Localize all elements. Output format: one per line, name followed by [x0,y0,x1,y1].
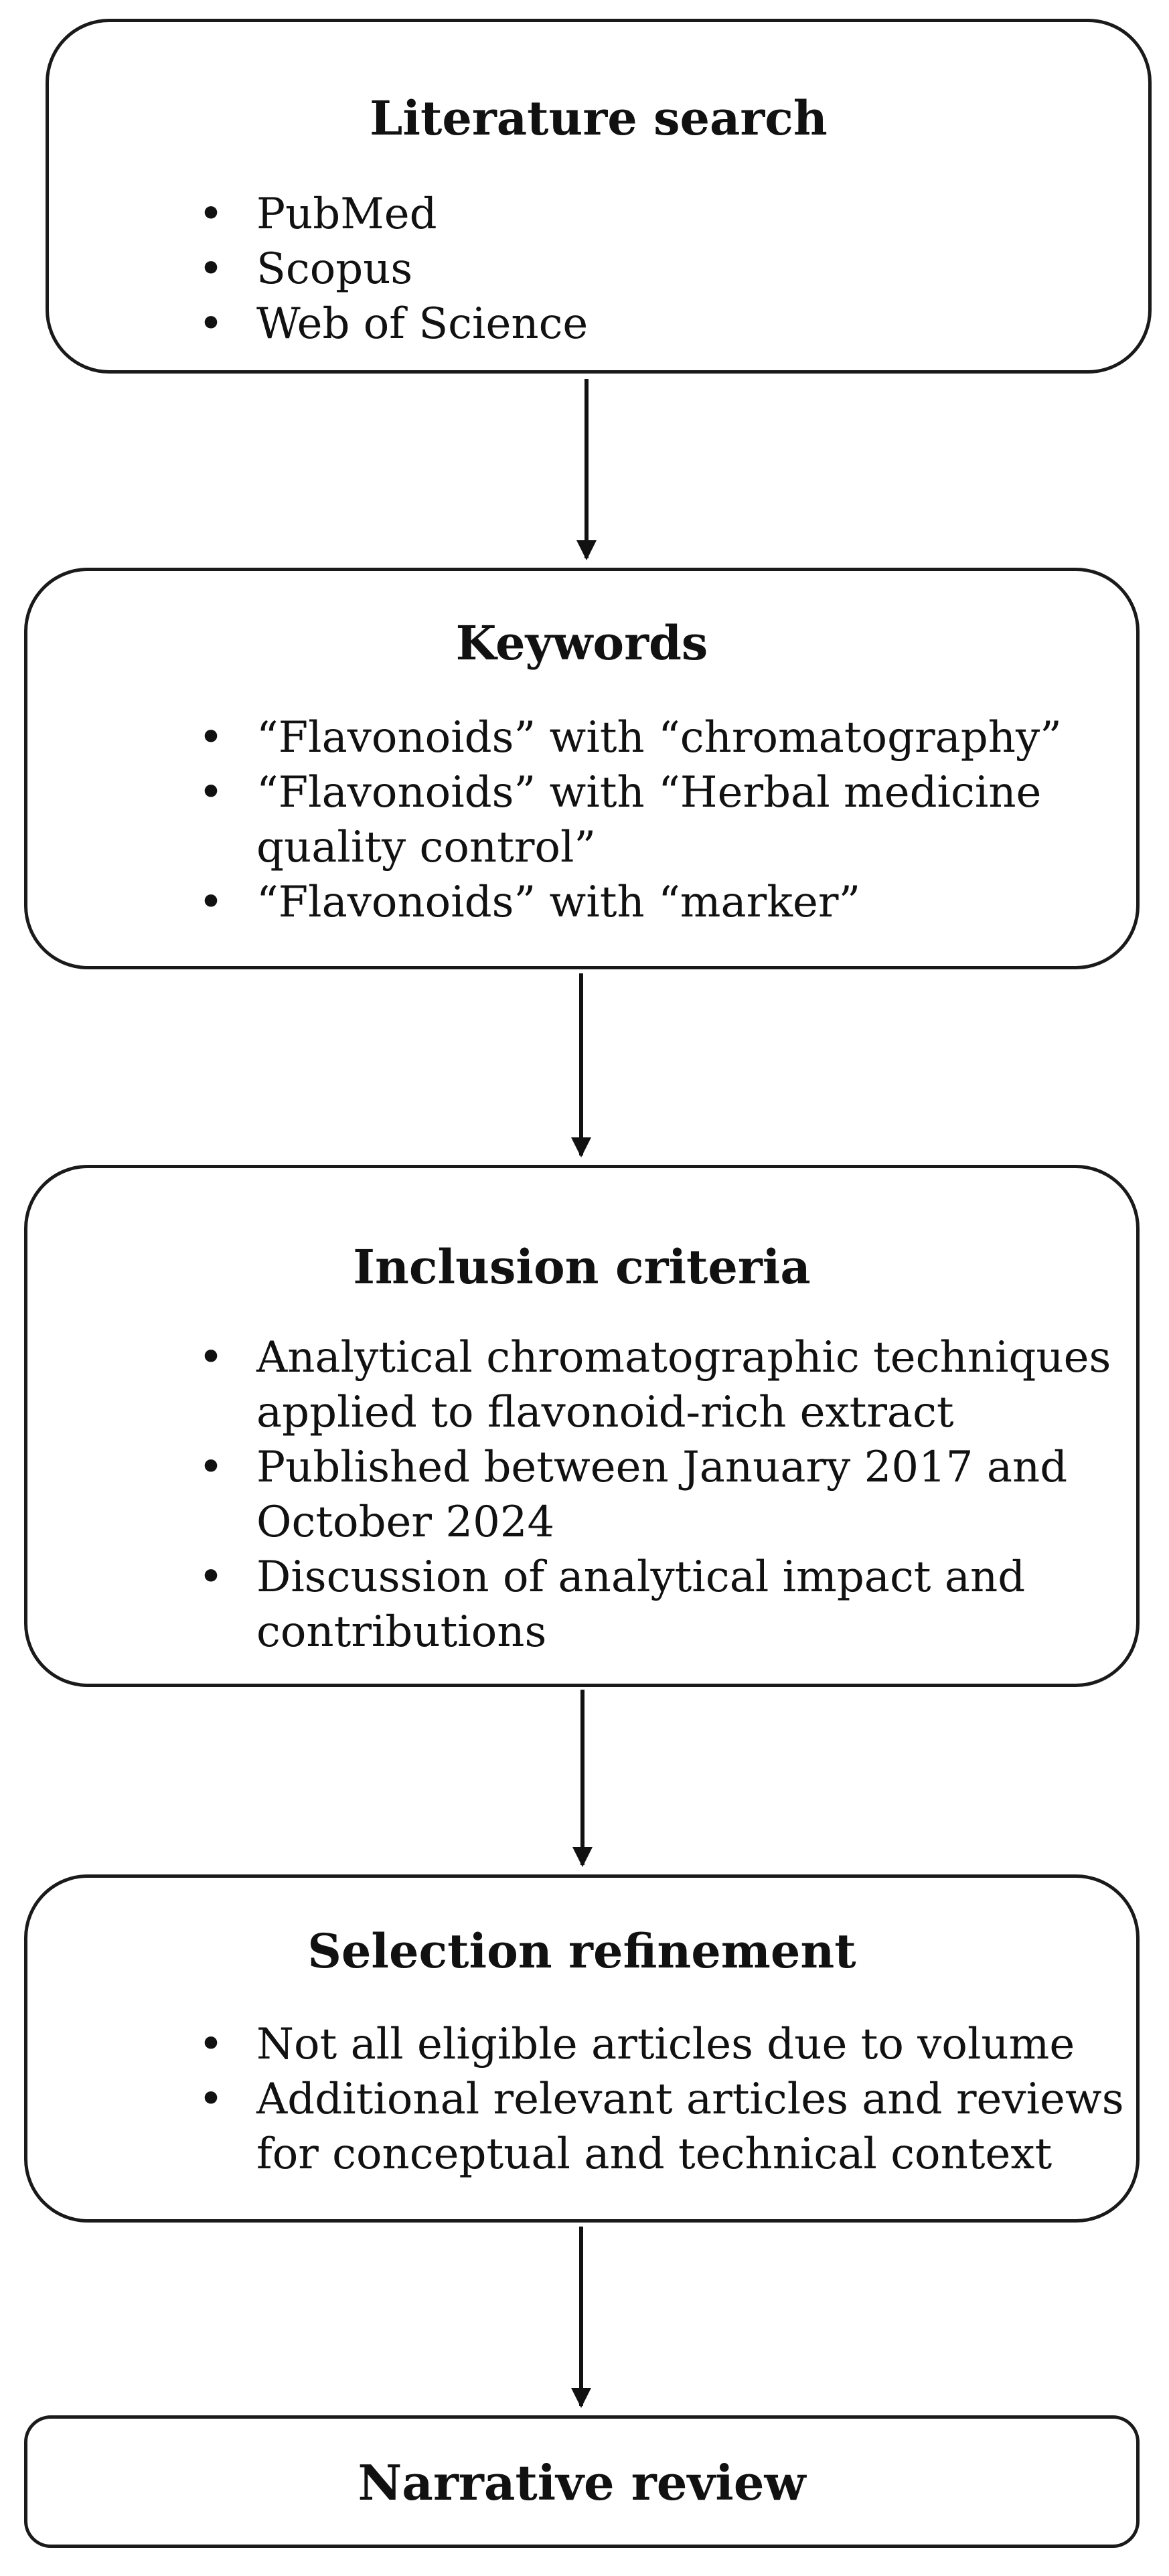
list-item-line: Published between January 2017 and [256,1443,1068,1492]
bullet-icon: • [198,1552,224,1602]
box-item-list: • Analytical chromatographic techniques … [198,1330,1111,1660]
list-item: • Additional relevant articles and revie… [198,2072,1124,2182]
box-title: Inclusion criteria [353,1239,811,1295]
list-item-line: “Flavonoids” with “Herbal medicine [256,768,1042,817]
bullet-icon: • [198,1333,224,1382]
list-item-line: “Flavonoids” with “marker” [256,878,861,927]
flow-box-inclusion-criteria: Inclusion criteria • Analytical chromato… [24,1165,1140,1687]
list-item-line: October 2024 [256,1498,555,1547]
bullet-icon: • [198,768,224,817]
bullet-icon: • [198,189,224,239]
list-item: • “Flavonoids” with “marker” [198,875,1062,930]
flow-box-selection-refinement: Selection refinement • Not all eligible … [24,1874,1140,2223]
list-item: • “Flavonoids” with “chromatography” [198,710,1062,765]
list-item: • Discussion of analytical impact and co… [198,1550,1111,1660]
list-item-line: Web of Science [256,299,589,349]
bullet-icon: • [198,2075,224,2124]
list-item-line: applied to flavonoid-rich extract [256,1388,954,1437]
list-item-line: Discussion of analytical impact and [256,1552,1026,1602]
bullet-icon: • [198,878,224,927]
box-title: Keywords [455,615,708,671]
list-item: • Analytical chromatographic techniques … [198,1330,1111,1440]
list-item: • Scopus [198,242,588,297]
list-item: • “Flavonoids” with “Herbal medicine qua… [198,765,1062,875]
bullet-icon: • [198,713,224,762]
list-item-line: “Flavonoids” with “chromatography” [256,713,1062,762]
bullet-icon: • [198,2020,224,2069]
flow-box-keywords: Keywords • “Flavonoids” with “chromatogr… [24,568,1140,969]
list-item: • Not all eligible articles due to volum… [198,2017,1124,2072]
box-item-list: • Not all eligible articles due to volum… [198,2017,1124,2182]
list-item-line: quality control” [256,823,597,872]
bullet-icon: • [198,299,224,349]
list-item: • Published between January 2017 and Oct… [198,1440,1111,1550]
list-item-line: for conceptual and technical context [256,2129,1053,2179]
list-item-line: PubMed [256,189,437,239]
bullet-icon: • [198,1443,224,1492]
list-item-line: Scopus [256,244,413,294]
list-item-line: Analytical chromatographic techniques [256,1333,1111,1382]
flow-box-narrative-review: Narrative review [24,2415,1140,2548]
box-item-list: • PubMed • Scopus • Web of Science [198,187,588,351]
box-item-list: • “Flavonoids” with “chromatography” • “… [198,710,1062,930]
list-item-line: contributions [256,1607,547,1657]
box-title: Literature search [370,90,828,146]
box-title: Narrative review [358,2454,806,2511]
bullet-icon: • [198,244,224,294]
list-item-line: Additional relevant articles and reviews [256,2075,1124,2124]
box-title: Selection refinement [307,1923,856,1979]
list-item-line: Not all eligible articles due to volume [256,2020,1075,2069]
list-item: • PubMed [198,187,588,242]
list-item: • Web of Science [198,297,588,351]
flow-box-literature-search: Literature search • PubMed • Scopus • We… [46,19,1152,374]
